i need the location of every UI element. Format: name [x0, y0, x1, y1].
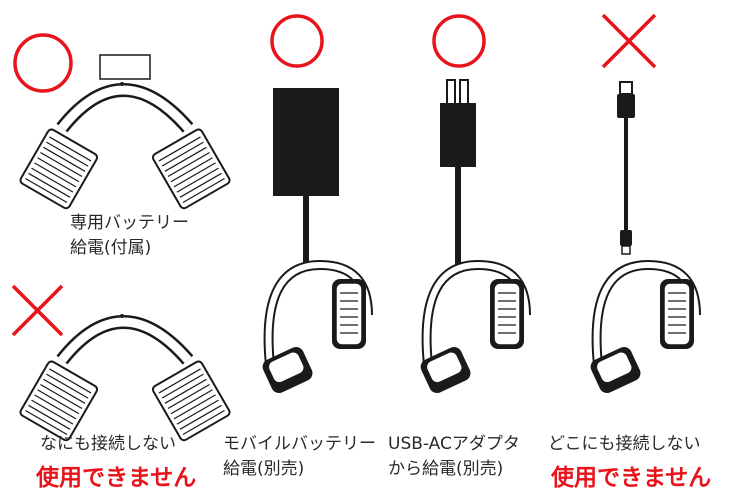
ok-circle-icon [13, 33, 73, 93]
caption-mobile-battery: モバイルバッテリー 給電(別売) [223, 432, 376, 482]
usb-cable-image [617, 81, 635, 255]
neckband-with-battery-image [19, 54, 231, 210]
mobile-battery-image [273, 88, 339, 266]
headphones-image [590, 259, 701, 393]
headphones-image [262, 259, 373, 393]
caption-line: 給電(別売) [223, 459, 305, 479]
caption-not-connected: どこにも接続しない [548, 432, 701, 457]
ok-circle-icon [270, 14, 324, 68]
caption-usb-ac-adapter: USB-ACアダプタ から給電(別売) [388, 432, 520, 482]
usb-ac-adapter-image [440, 79, 476, 265]
caption-not-connected: なにも接続しない [40, 432, 176, 457]
warning-cannot-use: 使用できません [551, 465, 712, 491]
ok-circle-icon [432, 14, 486, 68]
caption-line: USB-ACアダプタ [388, 434, 520, 454]
headphones-image [420, 259, 531, 393]
ng-cross-icon [11, 284, 64, 337]
caption-battery: 専用バッテリー 給電(付属) [70, 211, 189, 261]
caption-line: 専用バッテリー [70, 213, 189, 233]
caption-line: から給電(別売) [388, 459, 504, 479]
caption-line: どこにも接続しない [548, 434, 701, 454]
caption-line: 給電(付属) [70, 238, 152, 258]
caption-line: なにも接続しない [40, 434, 176, 454]
ng-cross-icon [601, 13, 657, 69]
warning-cannot-use: 使用できません [36, 465, 197, 491]
neckband-image [19, 314, 231, 442]
caption-line: モバイルバッテリー [223, 434, 376, 454]
